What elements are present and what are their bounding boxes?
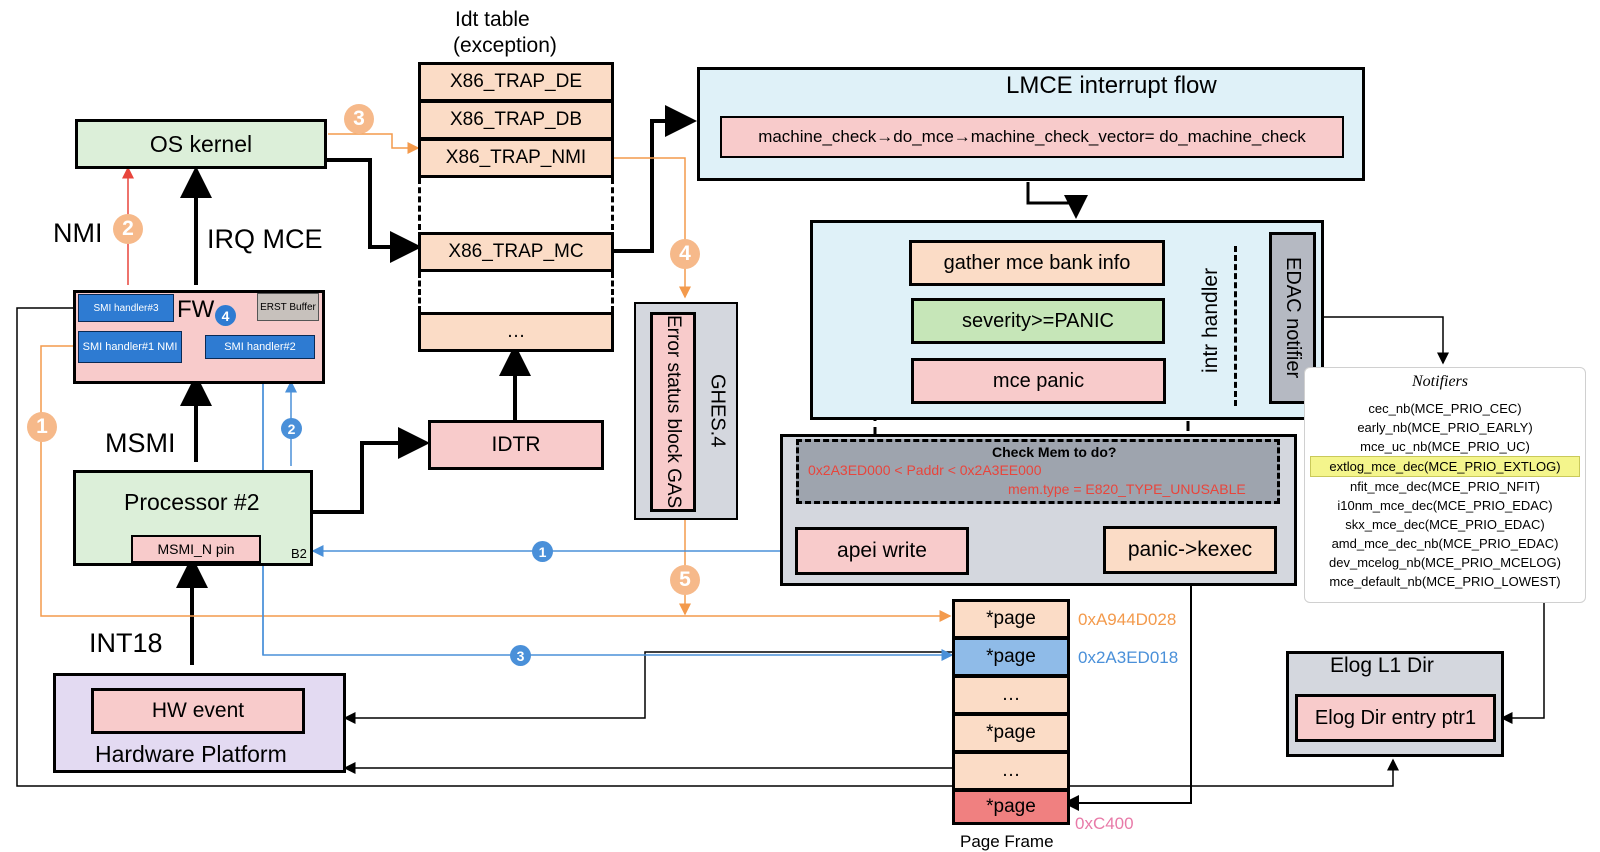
idt-entry-de: X86_TRAP_DE (418, 62, 614, 102)
orange-step-2: 2 (113, 214, 143, 244)
notifier-item: mce_default_nb(MCE_PRIO_LOWEST) (1329, 574, 1561, 589)
intr-handler-label: intr handler (1199, 267, 1222, 373)
elog-entry-box: Elog Dir entry ptr1 (1295, 694, 1496, 742)
idt-entry-more: … (418, 312, 614, 352)
lmce-flow-box: machine_check→do_mce→machine_check_vecto… (720, 116, 1344, 158)
intr-divider (1234, 246, 1237, 406)
panic-kexec-box: panic->kexec (1103, 526, 1277, 574)
notifier-item: nfit_mce_dec(MCE_PRIO_NFIT) (1350, 479, 1540, 494)
check-mem-range: 0x2A3ED000 < Paddr < 0x2A3EE000 (808, 462, 1042, 478)
apei-write-box: apei write (795, 527, 969, 575)
msmi-n-pin: MSMI_N pin (131, 535, 261, 563)
notifier-item: amd_mce_dec_nb(MCE_PRIO_EDAC) (1331, 536, 1559, 551)
idt-title-line1: Idt table (455, 8, 530, 31)
blue-step-2: 2 (281, 418, 302, 439)
erst-buffer: ERST Buffer (257, 293, 319, 321)
idt-entry-db: X86_TRAP_DB (418, 100, 614, 140)
orange-step-4: 4 (670, 239, 700, 269)
check-mem-title: Check Mem to do? (992, 444, 1117, 460)
notifiers-panel (1304, 367, 1586, 603)
page-slot-1: *page (952, 599, 1070, 639)
page-slot-5: … (952, 751, 1070, 791)
check-mem-box (796, 439, 1280, 504)
smi-handler-2: SMI handler#2 (205, 335, 315, 359)
idt-entry-nmi: X86_TRAP_NMI (418, 138, 614, 178)
error-status-block: Error status block GAS (650, 312, 696, 512)
page-slot-2: *page (952, 637, 1070, 677)
notifier-item: mce_uc_nb(MCE_PRIO_UC) (1360, 439, 1530, 454)
idt-dashed-left (418, 178, 421, 230)
notifier-item: cec_nb(MCE_PRIO_CEC) (1368, 401, 1522, 416)
mce-panic-box: mce panic (911, 358, 1166, 404)
notifier-item: early_nb(MCE_PRIO_EARLY) (1357, 420, 1533, 435)
nmi-label: NMI (53, 218, 103, 248)
hw-event-box: HW event (91, 688, 305, 734)
address-3: 0xC400 (1075, 814, 1134, 833)
fw-label: FW (177, 296, 215, 323)
notifier-item: i10nm_mce_dec(MCE_PRIO_EDAC) (1337, 498, 1553, 513)
ghes-title: GHES.4 (706, 374, 729, 448)
page-slot-6: *page (952, 789, 1070, 825)
notifiers-title: Notifiers (1412, 373, 1469, 390)
blue-step-4: 4 (215, 305, 236, 326)
idt-dashed-right (611, 178, 614, 230)
orange-step-1: 1 (27, 412, 57, 442)
idt-dashed-right-2 (611, 272, 614, 312)
idt-dashed-left-2 (418, 272, 421, 312)
idt-entry-mc: X86_TRAP_MC (418, 232, 614, 272)
notifier-item: dev_mcelog_nb(MCE_PRIO_MCELOG) (1329, 555, 1561, 570)
gather-mce-box: gather mce bank info (909, 240, 1165, 286)
notifier-item-highlighted: extlog_mce_dec(MCE_PRIO_EXTLOG) (1310, 456, 1580, 477)
orange-step-3: 3 (344, 104, 374, 134)
orange-step-5: 5 (670, 565, 700, 595)
address-1: 0xA944D028 (1078, 610, 1177, 629)
address-2: 0x2A3ED018 (1078, 648, 1179, 667)
smi-handler-1: SMI handler#1 NMI (78, 331, 182, 363)
os-kernel-box: OS kernel (75, 119, 327, 169)
idtr-box: IDTR (428, 420, 604, 470)
processor-title: Processor #2 (124, 489, 260, 515)
lmce-title: LMCE interrupt flow (1006, 72, 1217, 99)
page-slot-3: … (952, 675, 1070, 715)
b2-label: B2 (291, 546, 307, 561)
check-mem-type: mem.type = E820_TYPE_UNUSABLE (1008, 481, 1246, 497)
msmi-label: MSMI (105, 428, 176, 458)
idt-title-line2: (exception) (453, 34, 557, 57)
blue-step-3: 3 (510, 645, 531, 666)
elog-title: Elog L1 Dir (1330, 654, 1434, 677)
severity-box: severity>=PANIC (911, 298, 1165, 344)
smi-handler-3: SMI handler#3 (78, 294, 174, 322)
notifier-item: skx_mce_dec(MCE_PRIO_EDAC) (1345, 517, 1545, 532)
int18-label: INT18 (89, 628, 163, 658)
blue-step-1: 1 (532, 541, 553, 562)
hardware-platform-label: Hardware Platform (95, 741, 287, 767)
page-frame-label: Page Frame (960, 832, 1054, 851)
irq-mce-label: IRQ MCE (207, 224, 323, 254)
notifiers-list: cec_nb(MCE_PRIO_CEC) early_nb(MCE_PRIO_E… (1310, 399, 1580, 591)
page-slot-4: *page (952, 713, 1070, 753)
